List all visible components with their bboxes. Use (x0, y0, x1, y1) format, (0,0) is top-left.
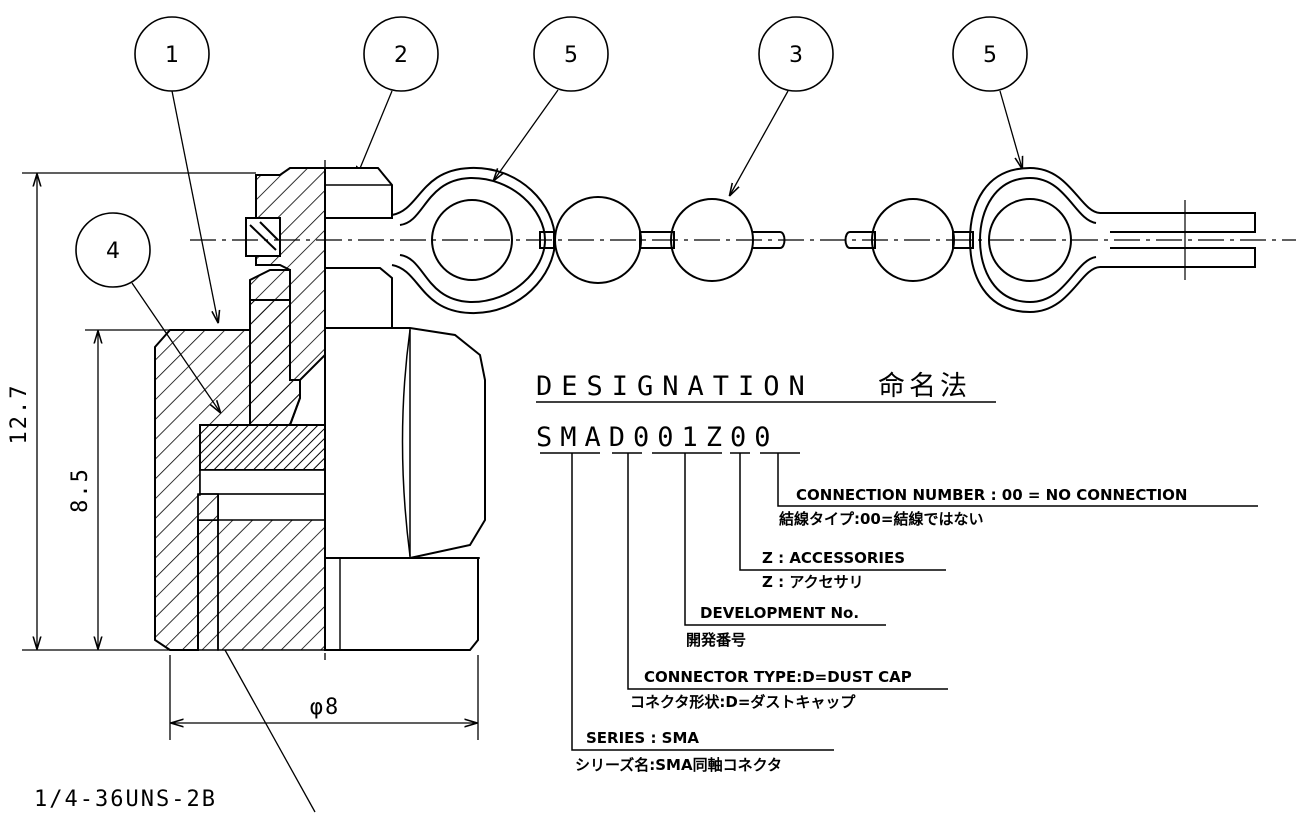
dimension-lines (22, 172, 479, 813)
designation-code: SMAD001Z00 (536, 422, 779, 453)
label-accessories-en: Z : ACCESSORIES (762, 549, 905, 567)
designation-title: DESIGNATION (536, 371, 814, 402)
callout-5a: 5 (494, 16, 609, 180)
callout-5b-label: 5 (983, 43, 997, 68)
label-development-en: DEVELOPMENT No. (700, 604, 859, 622)
label-series-jp: シリーズ名:SMA同軸コネクタ (575, 756, 782, 774)
label-connector-type-jp: コネクタ形状:D=ダストキャップ (630, 693, 856, 711)
label-accessories-jp: Z : アクセサリ (762, 573, 864, 591)
ball-chain (190, 166, 1296, 315)
callout-5b: 5 (952, 16, 1028, 168)
callout-3-label: 3 (789, 43, 803, 68)
designation-block: DESIGNATION 命名法 SMAD001Z00 CONNECTION NU… (536, 371, 1258, 774)
callout-2-label: 2 (394, 43, 408, 68)
callout-1-label: 1 (165, 43, 179, 68)
dim-diameter: φ8 (310, 695, 341, 720)
dim-height-total: 12.7 (7, 384, 32, 445)
callout-3: 3 (730, 16, 834, 195)
dim-height-hex: 8.5 (68, 467, 93, 513)
label-connection-jp: 結線タイプ:00=結線ではない (779, 510, 983, 528)
callout-4-label: 4 (106, 239, 120, 264)
label-series-en: SERIES : SMA (586, 729, 699, 747)
callout-2: 2 (356, 16, 439, 178)
callout-1: 1 (134, 16, 218, 322)
designation-title-jp: 命名法 (878, 371, 971, 402)
label-development-jp: 開発番号 (686, 631, 746, 649)
cap-section (154, 160, 486, 660)
label-connector-type-en: CONNECTOR TYPE:D=DUST CAP (644, 668, 912, 686)
callout-5a-label: 5 (564, 43, 578, 68)
label-connection-en: CONNECTION NUMBER : 00 = NO CONNECTION (796, 486, 1187, 504)
dim-thread: 1/4-36UNS-2B (34, 787, 217, 812)
